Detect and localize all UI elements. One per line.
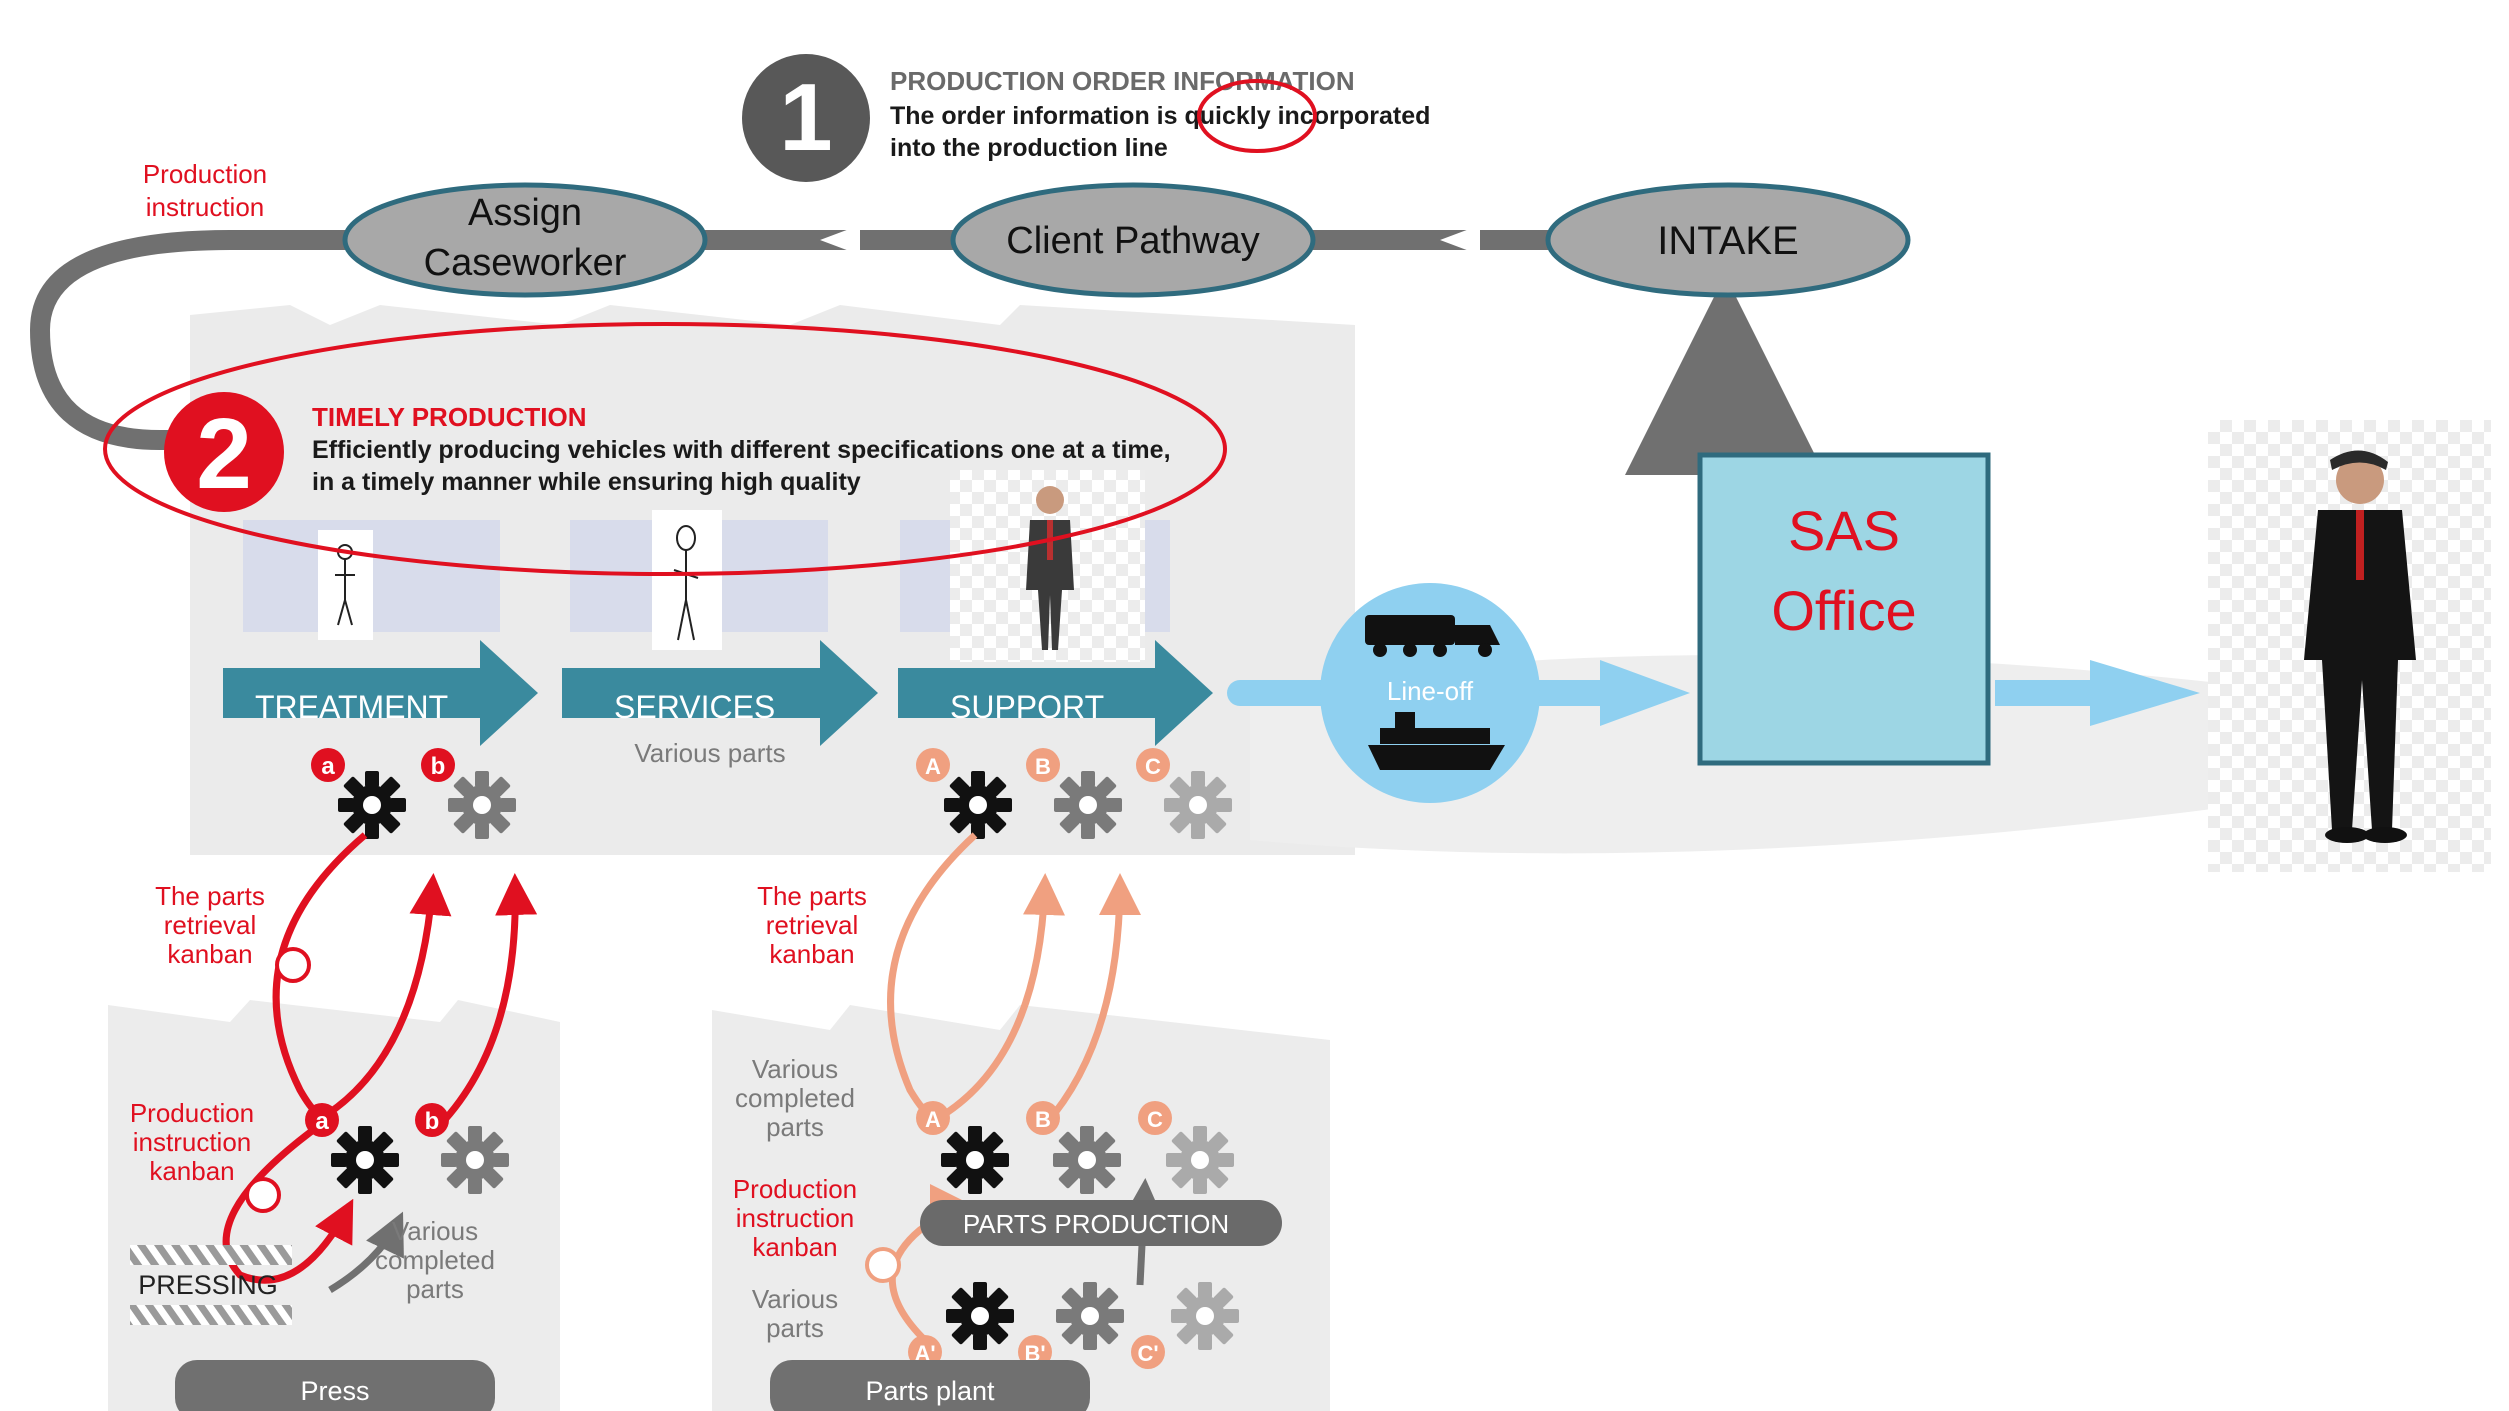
parts-completed-line3: parts (766, 1112, 824, 1142)
press-area-labels: The parts retrieval kanban Production in… (130, 881, 495, 1325)
step1-badge (742, 54, 870, 182)
press-completed-line2: completed (375, 1245, 495, 1275)
production-instruction-label-2: instruction (146, 192, 265, 222)
parts-retrieval-line2: retrieval (766, 910, 858, 940)
step1-line1: The order information is quickly incorpo… (890, 102, 1430, 130)
parts-various-line1: Various (752, 1284, 838, 1314)
flow-arrowhead-2 (820, 225, 860, 255)
badge-C-mid: C (1147, 1107, 1163, 1132)
badge-B2: B' (1024, 1341, 1045, 1366)
sas-office-line2: Office (1771, 579, 1916, 642)
line-off-label: Line-off (1387, 676, 1474, 706)
flow-arrowhead-1 (1440, 225, 1480, 255)
stage-label-treatment: TREATMENT (255, 689, 448, 725)
press-footer[interactable]: Press (175, 1360, 495, 1411)
step1-header: 1 PRODUCTION ORDER INFORMATION The order… (742, 54, 1430, 182)
stage-arrow-services[interactable]: SERVICES (562, 640, 878, 746)
ship-icon (1368, 712, 1505, 770)
step1-line1-a: The order information is (890, 102, 1184, 130)
to-client-arrow (1995, 660, 2200, 726)
press-prod-instr-line1: Production (130, 1098, 254, 1128)
badge-a-top: a (321, 753, 335, 780)
badge-B-mid: B (1035, 1107, 1051, 1132)
various-parts-label: Various parts (634, 738, 785, 768)
stage-label-support: SUPPORT (950, 689, 1104, 725)
node-assign-line2: Caseworker (424, 242, 627, 284)
kanban-marker (275, 947, 311, 983)
parts-prod-instr-line1: Production (733, 1174, 857, 1204)
step2-line1: Efficiently producing vehicles with diff… (312, 436, 1171, 464)
parts-plant-footer-label: Parts plant (865, 1376, 995, 1406)
stage-label-services: SERVICES (614, 689, 775, 725)
step2-line2: in a timely manner while ensuring high q… (312, 468, 861, 496)
kanban-marker (865, 1247, 901, 1283)
node-assign-caseworker[interactable]: Assign Caseworker (342, 182, 708, 298)
truck-icon (1365, 615, 1500, 657)
parts-prod-instr-line2: instruction (736, 1203, 855, 1233)
step1-line2: into the production line (890, 134, 1168, 162)
step1-title: PRODUCTION ORDER INFORMATION (890, 66, 1355, 96)
quickly-highlight-circle (1197, 79, 1317, 153)
badge-A-top: A (925, 754, 941, 779)
step1-number: 1 (779, 64, 832, 171)
badge-A2: A' (914, 1341, 935, 1366)
badge-C2: C' (1137, 1341, 1158, 1366)
press-prod-instr-line2: instruction (133, 1127, 252, 1157)
node-assign-line1: Assign (468, 192, 582, 234)
step2-number: 2 (196, 398, 252, 510)
pressing-hatch-bottom (130, 1305, 292, 1325)
sas-office-line1: SAS (1788, 499, 1900, 562)
stick-figure-icon (335, 544, 355, 626)
badge-b-press: b (425, 1108, 440, 1135)
press-footer-label: Press (300, 1376, 369, 1406)
press-retrieval-line3: kanban (167, 939, 252, 969)
parts-completed-line2: completed (735, 1083, 855, 1113)
badge-C-top: C (1145, 754, 1161, 779)
press-retrieval-line1: The parts (155, 881, 265, 911)
kanban-marker (245, 1177, 281, 1213)
timely-production-highlight (103, 322, 1227, 576)
parts-production-bar[interactable]: PARTS PRODUCTION (920, 1200, 1282, 1246)
parts-retrieval-line1: The parts (757, 881, 867, 911)
parts-completed-line1: Various (752, 1054, 838, 1084)
parts-plant-footer[interactable]: Parts plant (770, 1360, 1090, 1411)
line-off-circle: Line-off (1227, 583, 1690, 803)
badge-A-mid: A (925, 1107, 941, 1132)
badge-a-press: a (315, 1108, 329, 1135)
pressing-label: PRESSING (138, 1270, 278, 1300)
press-factory-silhouette (108, 1000, 560, 1411)
stage-arrow-treatment[interactable]: TREATMENT (223, 640, 538, 746)
production-instruction-label-1: Production (143, 159, 267, 189)
node-client-label: Client Pathway (1006, 220, 1259, 262)
press-kanban-arrows (222, 832, 538, 1294)
press-retrieval-line2: retrieval (164, 910, 256, 940)
badge-b-top: b (431, 753, 446, 780)
parts-production-label: PARTS PRODUCTION (963, 1209, 1229, 1239)
step2-header: 2 TIMELY PRODUCTION Efficiently producin… (164, 392, 1171, 512)
press-prod-instr-line3: kanban (149, 1156, 234, 1186)
press-completed-line3: parts (406, 1274, 464, 1304)
step2-title: TIMELY PRODUCTION (312, 402, 586, 432)
client-figure (2208, 420, 2491, 872)
parts-prod-instr-line3: kanban (752, 1232, 837, 1262)
step1-line1-c: incorporated (1271, 102, 1431, 130)
node-intake[interactable]: INTAKE (1545, 182, 1911, 298)
pressing-hatch-top (130, 1245, 292, 1265)
top-flow-loop (29, 225, 1825, 475)
parts-retrieval-line3: kanban (769, 939, 854, 969)
parts-area-labels: The parts retrieval kanban Various compl… (733, 881, 867, 1343)
parts-various-line2: parts (766, 1313, 824, 1343)
sas-office-box[interactable]: SAS Office (1697, 452, 1991, 766)
press-completed-line1: Various (392, 1216, 478, 1246)
stage-arrow-support[interactable]: SUPPORT (898, 640, 1213, 746)
node-intake-label: INTAKE (1657, 219, 1799, 263)
node-client-pathway[interactable]: Client Pathway (950, 182, 1316, 298)
step2-badge (164, 392, 284, 512)
badge-B-top: B (1035, 754, 1051, 779)
stage-panels (243, 470, 1170, 662)
